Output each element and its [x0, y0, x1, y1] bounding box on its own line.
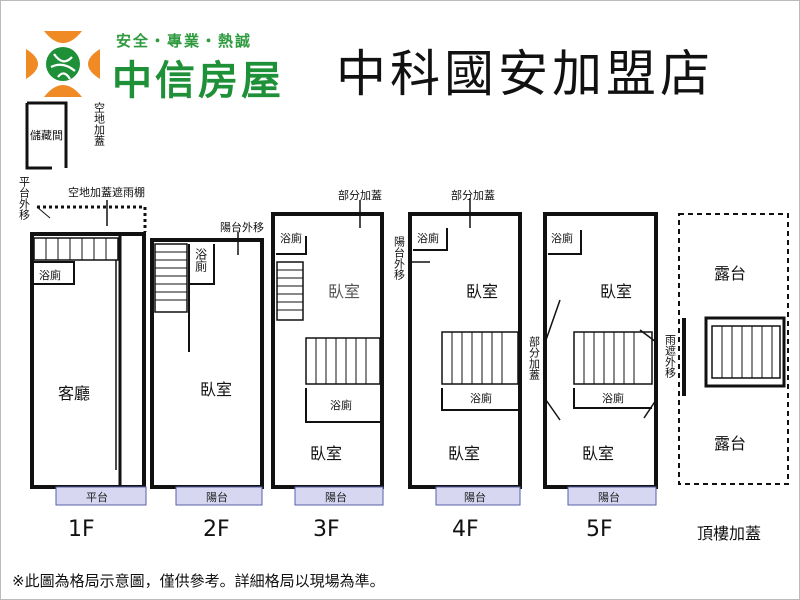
floor2-balcony-note: 陽台外移	[220, 221, 264, 234]
floor5-bedroom2-label: 臥室	[582, 444, 615, 463]
floor2-stair	[154, 243, 188, 313]
floor3-label: 3F	[313, 517, 340, 542]
floor5-balcony-label: 陽台	[598, 491, 620, 504]
floor3-balcony-label: 陽台	[325, 491, 347, 504]
floor1-deck-label: 平台	[86, 491, 108, 504]
logo	[26, 31, 100, 97]
floor3-bath2-label: 浴廁	[330, 399, 352, 412]
floor3-stair	[305, 337, 381, 385]
floor4-bedroom2-label: 臥室	[448, 444, 481, 463]
floor5-bath-wall	[548, 230, 582, 255]
floor4-stair	[441, 331, 519, 385]
floor1-deck	[55, 486, 147, 506]
floor5-label: 5F	[586, 517, 613, 542]
floor4-balcony-label: 陽台	[464, 491, 486, 504]
roof-outline	[678, 213, 789, 485]
floor3-addition-note: 部分加蓋	[338, 189, 382, 202]
floor5-bath2-label: 浴廁	[602, 392, 624, 405]
logo-icon	[26, 31, 100, 97]
door-swing	[545, 299, 561, 341]
floor5-stair-treads	[583, 332, 635, 384]
floor2-balcony	[175, 486, 263, 506]
floor1-bath-label: 浴廁	[39, 269, 61, 282]
leader-line	[36, 206, 51, 219]
roof-terrace1-label: 露台	[714, 264, 747, 283]
floor2-outline	[150, 238, 264, 489]
floor5-canopy-note: 雨遮外移	[663, 334, 677, 378]
floor3-bedroom1-label: 臥室	[328, 282, 361, 301]
roof-label: 頂樓加蓋	[697, 524, 762, 543]
floor1-stair-treads	[45, 238, 107, 260]
floor4-stair-treads	[451, 332, 503, 384]
floor5-bath-label: 浴廁	[551, 232, 573, 245]
floor5-bath-wall	[573, 388, 652, 409]
floor1-label: 1F	[68, 517, 95, 542]
floor4-bath2-label: 浴廁	[470, 392, 492, 405]
floor3-bath-wall	[305, 388, 380, 423]
floor3-stair-treads	[315, 338, 367, 384]
floor1-canopy-note: 空地加蓋遮雨棚	[68, 186, 145, 199]
floor4-addition-note: 部分加蓋	[451, 189, 495, 202]
brand-name: 中信房屋	[112, 58, 284, 104]
floor2-bath-label: 浴廁	[193, 248, 208, 272]
floor2-label: 2F	[203, 517, 230, 542]
floor2-bath-wall	[189, 244, 215, 285]
floor3-stair	[276, 261, 304, 321]
roof-terrace2-label: 露台	[714, 434, 747, 453]
footer-note: ※此圖為格局示意圖，僅供參考。詳細格局以現場為準。	[12, 572, 385, 590]
floor5-addition-note: 部分加蓋	[527, 336, 541, 380]
storage-note: 空地加蓋	[92, 102, 106, 146]
floor4-balcony	[435, 486, 521, 506]
floor2-stair-treads	[155, 251, 187, 301]
floor4-bath-wall	[441, 388, 518, 411]
floor4-bath-label: 浴廁	[417, 232, 439, 245]
floor5-balcony	[567, 486, 657, 506]
tagline: 安全・專業・熱誠	[116, 32, 253, 50]
floor1-stair	[33, 237, 119, 261]
roof-stair-box	[704, 316, 786, 388]
floor3-bedroom2-label: 臥室	[310, 444, 343, 463]
store-name: 中科國安加盟店	[336, 45, 714, 103]
floor1-bath-wall	[34, 261, 75, 285]
roof-stair	[711, 325, 781, 379]
floor1-platform-note: 平台外移	[17, 176, 31, 220]
storage-wall	[27, 101, 68, 168]
floor4-bedroom1-label: 臥室	[466, 282, 499, 301]
floor5-bedroom1-label: 臥室	[600, 282, 633, 301]
floor3-stair-treads	[277, 269, 303, 311]
floor4-balcony-note: 陽台外移	[392, 236, 406, 280]
storage-label: 儲藏間	[30, 129, 63, 142]
floor4-label: 4F	[452, 517, 479, 542]
floor3-bath-label: 浴廁	[280, 232, 302, 245]
storage-wall	[25, 103, 52, 170]
door-swing	[545, 399, 561, 421]
door-swing	[639, 329, 657, 343]
door-swing	[643, 399, 657, 419]
floor1-living-label: 客廳	[58, 384, 91, 403]
floor5-stair	[573, 331, 653, 385]
floor4-bath-wall	[413, 228, 448, 251]
roof-stair-treads	[721, 326, 773, 378]
floor2-bedroom-label: 臥室	[200, 380, 233, 399]
canopy-outline	[37, 205, 147, 232]
floor2-balcony-label: 陽台	[206, 491, 228, 504]
floor3-balcony	[294, 486, 384, 506]
floor3-bath-wall	[276, 236, 307, 255]
